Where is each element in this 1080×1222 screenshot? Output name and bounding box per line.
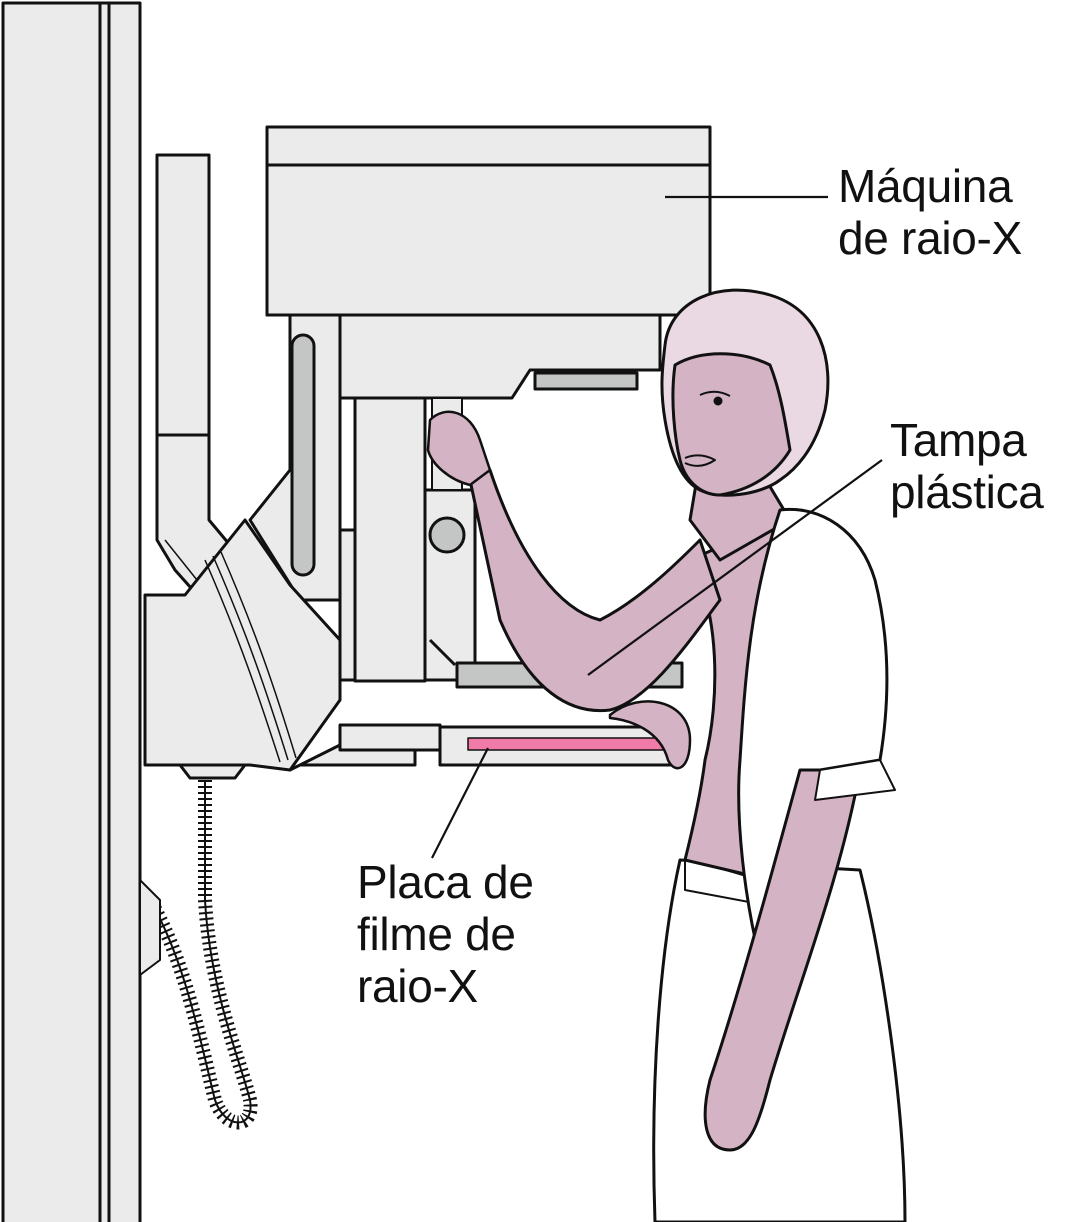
label-film-plate: Placa de filme de raio-X (357, 856, 534, 1012)
xray-tube-housing (265, 125, 712, 317)
patient-face (671, 352, 792, 497)
label-xray-machine-line1: Máquina (838, 160, 1013, 212)
label-film-plate-line3: raio-X (357, 960, 478, 1012)
label-film-plate-line2: filme de (357, 908, 516, 960)
coiled-cable (143, 780, 258, 1130)
label-plastic-cover-line1: Tampa (890, 414, 1027, 466)
machine-column (1, 1, 142, 1222)
patient-arm (703, 768, 862, 1152)
label-plastic-cover: Tampa plástica (890, 414, 1044, 518)
leader-line-paddle (587, 459, 883, 676)
label-plastic-cover-line2: plástica (890, 466, 1044, 518)
rotating-arm (143, 518, 417, 780)
leader-line-film (431, 747, 489, 859)
patient (426, 288, 907, 1222)
label-xray-machine-line2: de raio-X (838, 212, 1022, 264)
label-xray-machine: Máquina de raio-X (838, 160, 1022, 264)
film-plate-holder (338, 723, 682, 767)
label-film-plate-line1: Placa de (357, 856, 534, 908)
